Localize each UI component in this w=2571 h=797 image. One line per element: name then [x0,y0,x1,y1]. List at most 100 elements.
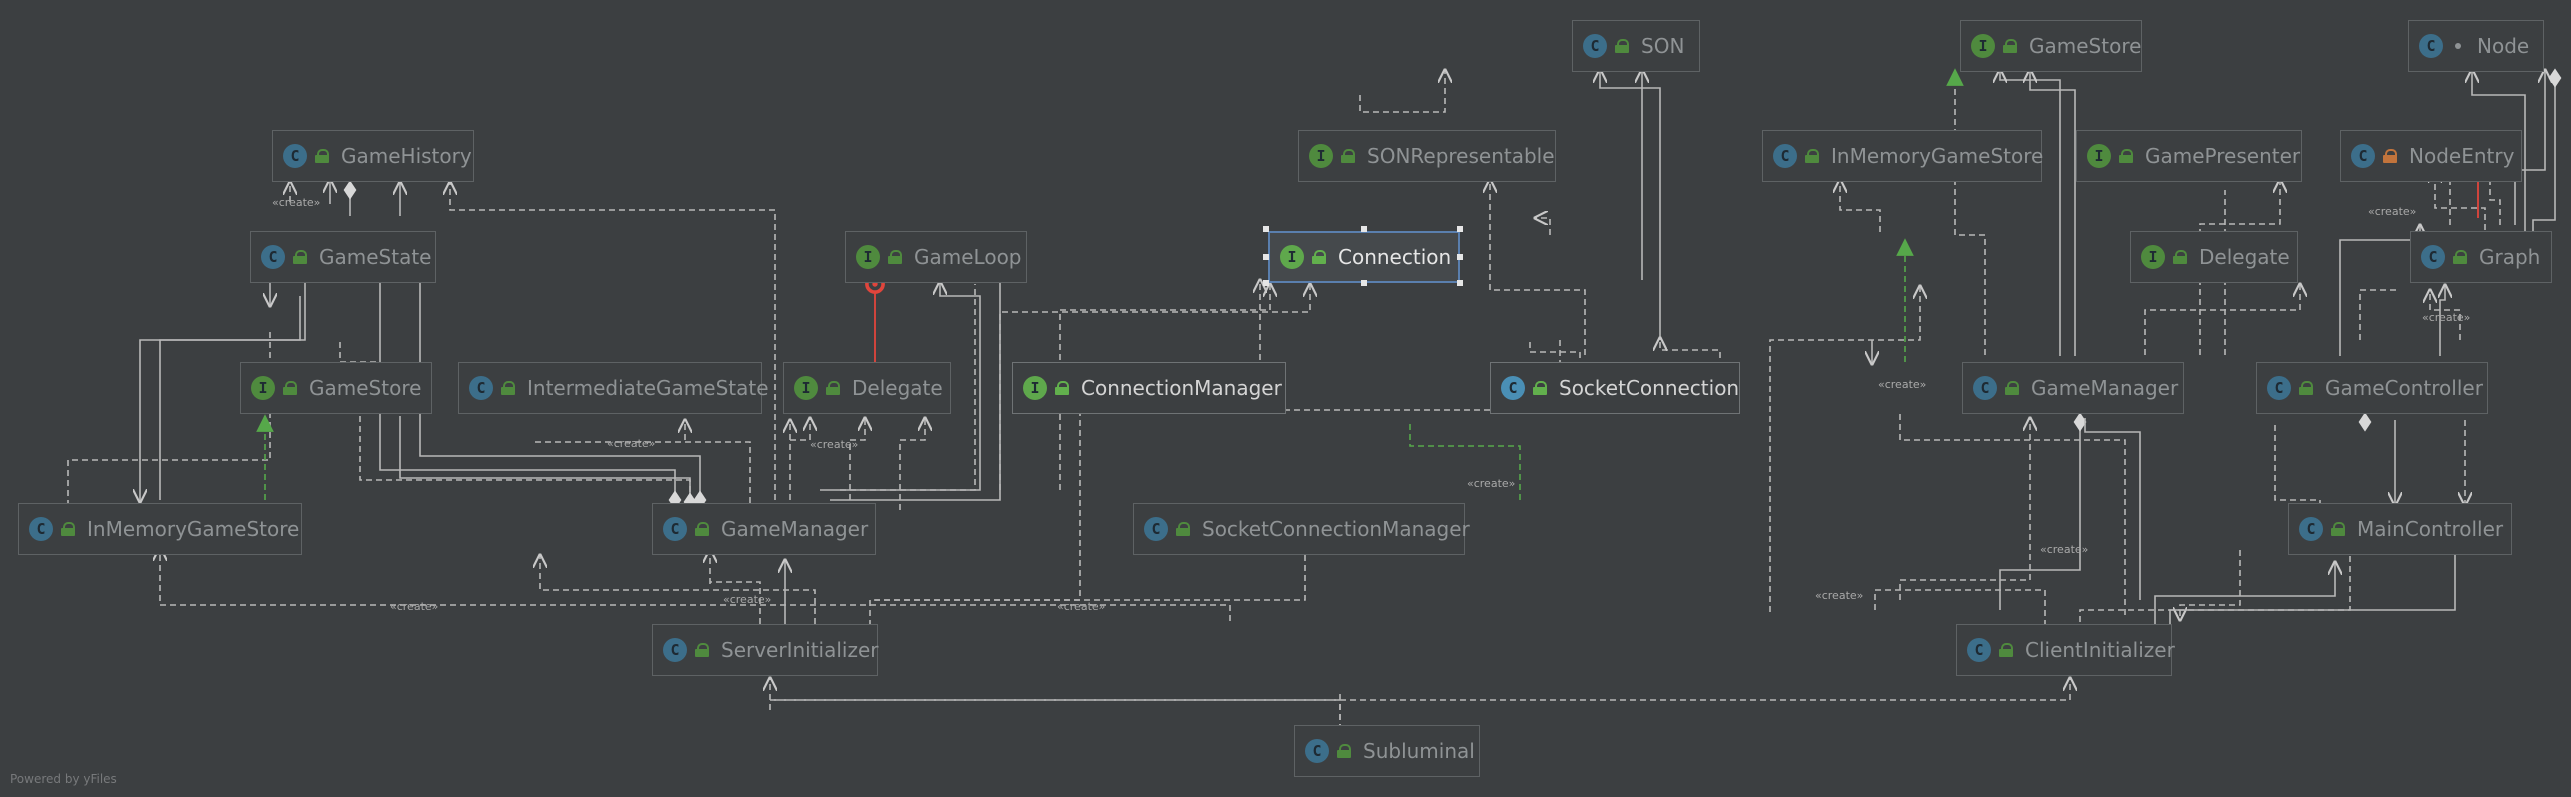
class-kind-icon: C [1967,638,1991,662]
interface-kind-icon: I [1309,144,1333,168]
create-label: «create» [2422,311,2471,324]
node-label: GameController [2325,376,2483,400]
interface-kind-icon: I [856,245,880,269]
node-label: SON [1641,34,1685,58]
selection-handle[interactable] [1263,280,1269,286]
selection-handle[interactable] [1457,280,1463,286]
public-lock-icon [1337,744,1351,758]
public-lock-icon [1055,381,1069,395]
interface-kind-icon: I [251,376,275,400]
node-label: GamePresenter [2145,144,2301,168]
class-gamecontroller[interactable]: C GameController [2256,362,2488,414]
selection-handle[interactable] [1457,226,1463,232]
class-serverinitializer[interactable]: C ServerInitializer [652,624,879,676]
node-label: Subluminal [1363,739,1475,763]
selection-handle[interactable] [1263,254,1269,260]
interface-delegate-server[interactable]: I Delegate [783,362,951,414]
interface-kind-icon: I [2141,245,2165,269]
public-lock-icon [1533,381,1547,395]
public-lock-icon [1176,522,1190,536]
class-kind-icon: C [469,376,493,400]
class-clientinitializer[interactable]: C ClientInitializer [1956,624,2175,676]
selection-handle[interactable] [1263,226,1269,232]
public-lock-icon [2005,381,2019,395]
create-label: «create» [723,593,772,606]
public-lock-icon [293,250,307,264]
public-lock-icon [1312,250,1326,264]
interface-gamestore-client[interactable]: I GameStore [1960,20,2142,72]
interface-delegate-client[interactable]: I Delegate [2130,231,2298,283]
node-label: ServerInitializer [721,638,879,662]
class-gamemanager-server[interactable]: C GameManager [652,503,876,555]
selection-handle[interactable] [1361,280,1367,286]
class-node[interactable]: C Node [2408,20,2544,72]
interface-gameloop[interactable]: I GameLoop [845,231,1027,283]
private-lock-icon [2383,149,2397,163]
interface-kind-icon: I [794,376,818,400]
class-kind-icon: C [2421,245,2445,269]
interface-sonrepresentable[interactable]: I SONRepresentable [1298,130,1556,182]
public-lock-icon [2299,381,2313,395]
create-label: «create» [1467,477,1516,490]
interface-connection[interactable]: I Connection [1268,231,1460,283]
node-label: ClientInitializer [2025,638,2175,662]
selection-handle[interactable] [1361,226,1367,232]
public-lock-icon [695,643,709,657]
class-gamemanager-client[interactable]: C GameManager [1962,362,2184,414]
class-kind-icon: C [663,638,687,662]
public-lock-icon [2453,250,2467,264]
class-gamestate[interactable]: C GameState [250,231,436,283]
node-label: InMemoryGameStore [87,517,300,541]
public-lock-icon [2119,149,2133,163]
public-lock-icon [1341,149,1355,163]
class-kind-icon: C [261,245,285,269]
create-label: «create» [810,438,859,451]
class-subluminal[interactable]: C Subluminal [1294,725,1480,777]
class-nodeentry[interactable]: C NodeEntry [2340,130,2522,182]
public-lock-icon [826,381,840,395]
public-lock-icon [1999,643,2013,657]
interface-gamestore-server[interactable]: I GameStore [240,362,432,414]
powered-by-footer: Powered by yFiles [10,772,117,786]
create-label: «create» [272,196,321,209]
create-label: «create» [607,437,656,450]
node-label: GameStore [309,376,422,400]
class-kind-icon: C [1144,517,1168,541]
class-gamehistory[interactable]: C GameHistory [272,130,474,182]
class-graph[interactable]: C Graph [2410,231,2552,283]
interface-kind-icon: I [1280,245,1304,269]
node-label: NodeEntry [2409,144,2515,168]
node-label: SONRepresentable [1367,144,1555,168]
interface-connectionmanager[interactable]: I ConnectionManager [1012,362,1286,414]
class-son[interactable]: C SON [1572,20,1700,72]
class-inmemorygamestore-client[interactable]: C InMemoryGameStore [1762,130,2043,182]
public-lock-icon [283,381,297,395]
interface-gamepresenter[interactable]: I GamePresenter [2076,130,2302,182]
create-label: «create» [2040,543,2089,556]
interface-kind-icon: I [2087,144,2111,168]
public-lock-icon [2173,250,2187,264]
create-label: «create» [1057,600,1106,613]
node-label: GameHistory [341,144,472,168]
node-label: Delegate [852,376,943,400]
selection-handle[interactable] [1457,254,1463,260]
node-label: ConnectionManager [1081,376,1282,400]
class-intermediategamestate[interactable]: C IntermediateGameState [458,362,769,414]
public-lock-icon [2331,522,2345,536]
class-socketconnectionmanager[interactable]: C SocketConnectionManager [1133,503,1470,555]
class-maincontroller[interactable]: C MainController [2288,503,2512,555]
node-label: GameStore [2029,34,2142,58]
class-kind-icon: C [2351,144,2375,168]
node-label: IntermediateGameState [527,376,769,400]
create-label: «create» [1878,378,1927,391]
class-kind-icon: C [1583,34,1607,58]
public-lock-icon [1805,149,1819,163]
node-label: GameManager [721,517,869,541]
node-label: Graph [2479,245,2541,269]
class-inmemorygamestore-server[interactable]: C InMemoryGameStore [18,503,302,555]
class-kind-icon: C [283,144,307,168]
public-lock-icon [1615,39,1629,53]
class-socketconnection[interactable]: C SocketConnection [1490,362,1740,414]
class-kind-icon: C [2267,376,2291,400]
public-lock-icon [2003,39,2017,53]
